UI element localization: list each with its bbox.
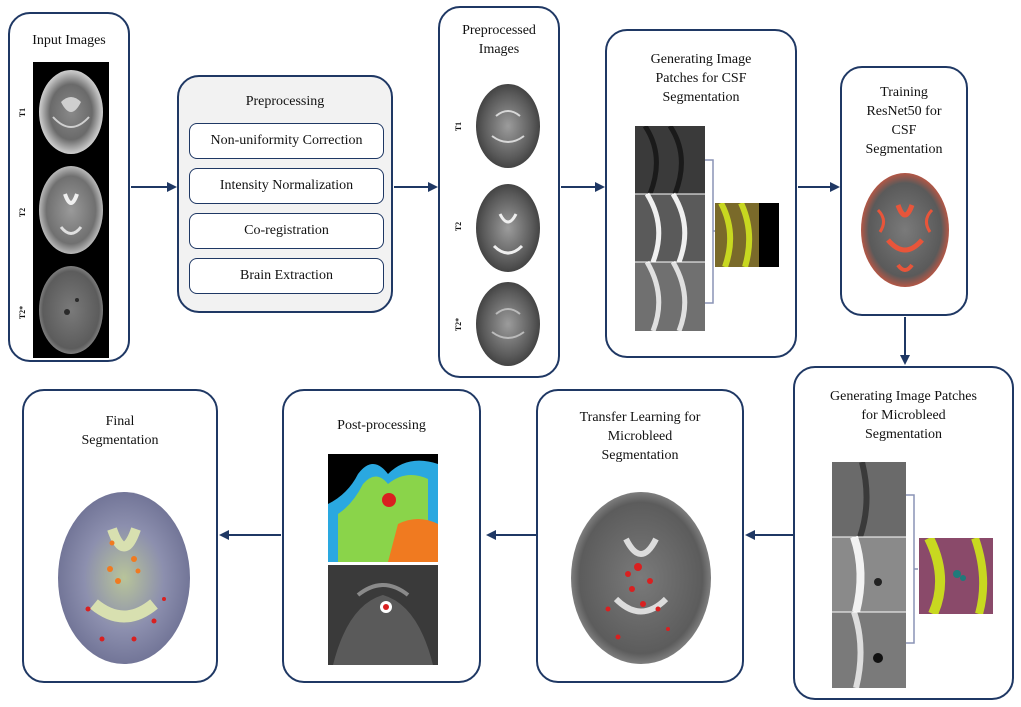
- transfer-title-line3: Segmentation: [601, 448, 679, 463]
- arrow-right-icon: [798, 182, 840, 192]
- post-segmentation-image: [328, 454, 438, 562]
- training-title-line4: Segmentation: [865, 142, 943, 157]
- mb-patches-title-line2: for Microbleed: [861, 408, 946, 423]
- transfer-title-line2: Microbleed: [607, 429, 673, 444]
- arrow-left-icon: [486, 530, 536, 540]
- post-processing-box: Post-processing: [282, 389, 481, 683]
- csf-patches-title-line2: Patches for CSF: [655, 71, 747, 86]
- preprocessed-label-t1: T1: [454, 121, 464, 132]
- arrow-right-icon: [561, 182, 605, 192]
- post-processing-title: Post-processing: [337, 418, 426, 433]
- post-refined-image: [328, 565, 438, 665]
- csf-patches-title-line1: Generating Image: [650, 52, 752, 67]
- arrow-right-icon: [394, 182, 438, 192]
- arrow-left-icon: [219, 530, 281, 540]
- input-images-box: Input Images T1 T2 T2*: [8, 12, 130, 362]
- final-segmentation-box: Final Segmentation: [22, 389, 218, 683]
- preprocessed-title-line2: Images: [478, 42, 520, 57]
- step-brain-extraction: Brain Extraction: [189, 258, 384, 294]
- mb-patch-result: [919, 538, 993, 614]
- input-label-t2: T2: [18, 207, 28, 218]
- mb-patches-title-line1: Generating Image Patches: [830, 389, 977, 404]
- training-title-line3: CSF: [891, 123, 917, 138]
- preprocessed-images-box: Preprocessed Images T1 T2 T2*: [438, 6, 560, 378]
- input-mri-stack: [33, 62, 109, 358]
- input-images-title: Input Images: [32, 33, 106, 48]
- preprocessed-label-t2star: T2*: [454, 317, 464, 332]
- step-co-registration: Co-registration: [189, 213, 384, 249]
- mb-patches-title-line3: Segmentation: [865, 427, 942, 442]
- mb-patch-stack: [832, 462, 906, 688]
- input-label-t2star: T2*: [18, 305, 28, 320]
- csf-segmentation-image: [858, 170, 952, 290]
- preprocessed-mri-stack: [470, 78, 546, 368]
- csf-patch-stack: [635, 126, 705, 331]
- preprocessed-label-t2: T2: [454, 221, 464, 232]
- final-segmentation-image: [54, 489, 194, 667]
- arrow-left-icon: [745, 530, 793, 540]
- transfer-title-line1: Transfer Learning for: [579, 410, 701, 425]
- csf-patches-box: Generating Image Patches for CSF Segment…: [605, 29, 797, 358]
- csf-patches-title-line3: Segmentation: [662, 90, 740, 105]
- preprocessed-title-line1: Preprocessed: [462, 23, 536, 38]
- training-box: Training ResNet50 for CSF Segmentation: [840, 66, 968, 316]
- bracket-connector: [906, 494, 918, 644]
- training-title-line2: ResNet50 for: [866, 104, 942, 119]
- microbleed-patches-box: Generating Image Patches for Microbleed …: [793, 366, 1014, 700]
- microbleed-detection-image: [568, 489, 714, 667]
- preprocessing-title: Preprocessing: [245, 94, 325, 109]
- transfer-learning-box: Transfer Learning for Microbleed Segment…: [536, 389, 744, 683]
- training-title-line1: Training: [880, 85, 928, 100]
- arrow-right-icon: [131, 182, 177, 192]
- preprocessing-box: Preprocessing Non-uniformity Correction …: [177, 75, 393, 313]
- csf-patch-result: [715, 203, 779, 267]
- step-non-uniformity-correction: Non-uniformity Correction: [189, 123, 384, 159]
- final-title-line2: Segmentation: [81, 433, 159, 448]
- input-label-t1: T1: [18, 107, 28, 118]
- arrow-down-icon: [900, 317, 910, 365]
- step-intensity-normalization: Intensity Normalization: [189, 168, 384, 204]
- final-title-line1: Final: [105, 414, 135, 429]
